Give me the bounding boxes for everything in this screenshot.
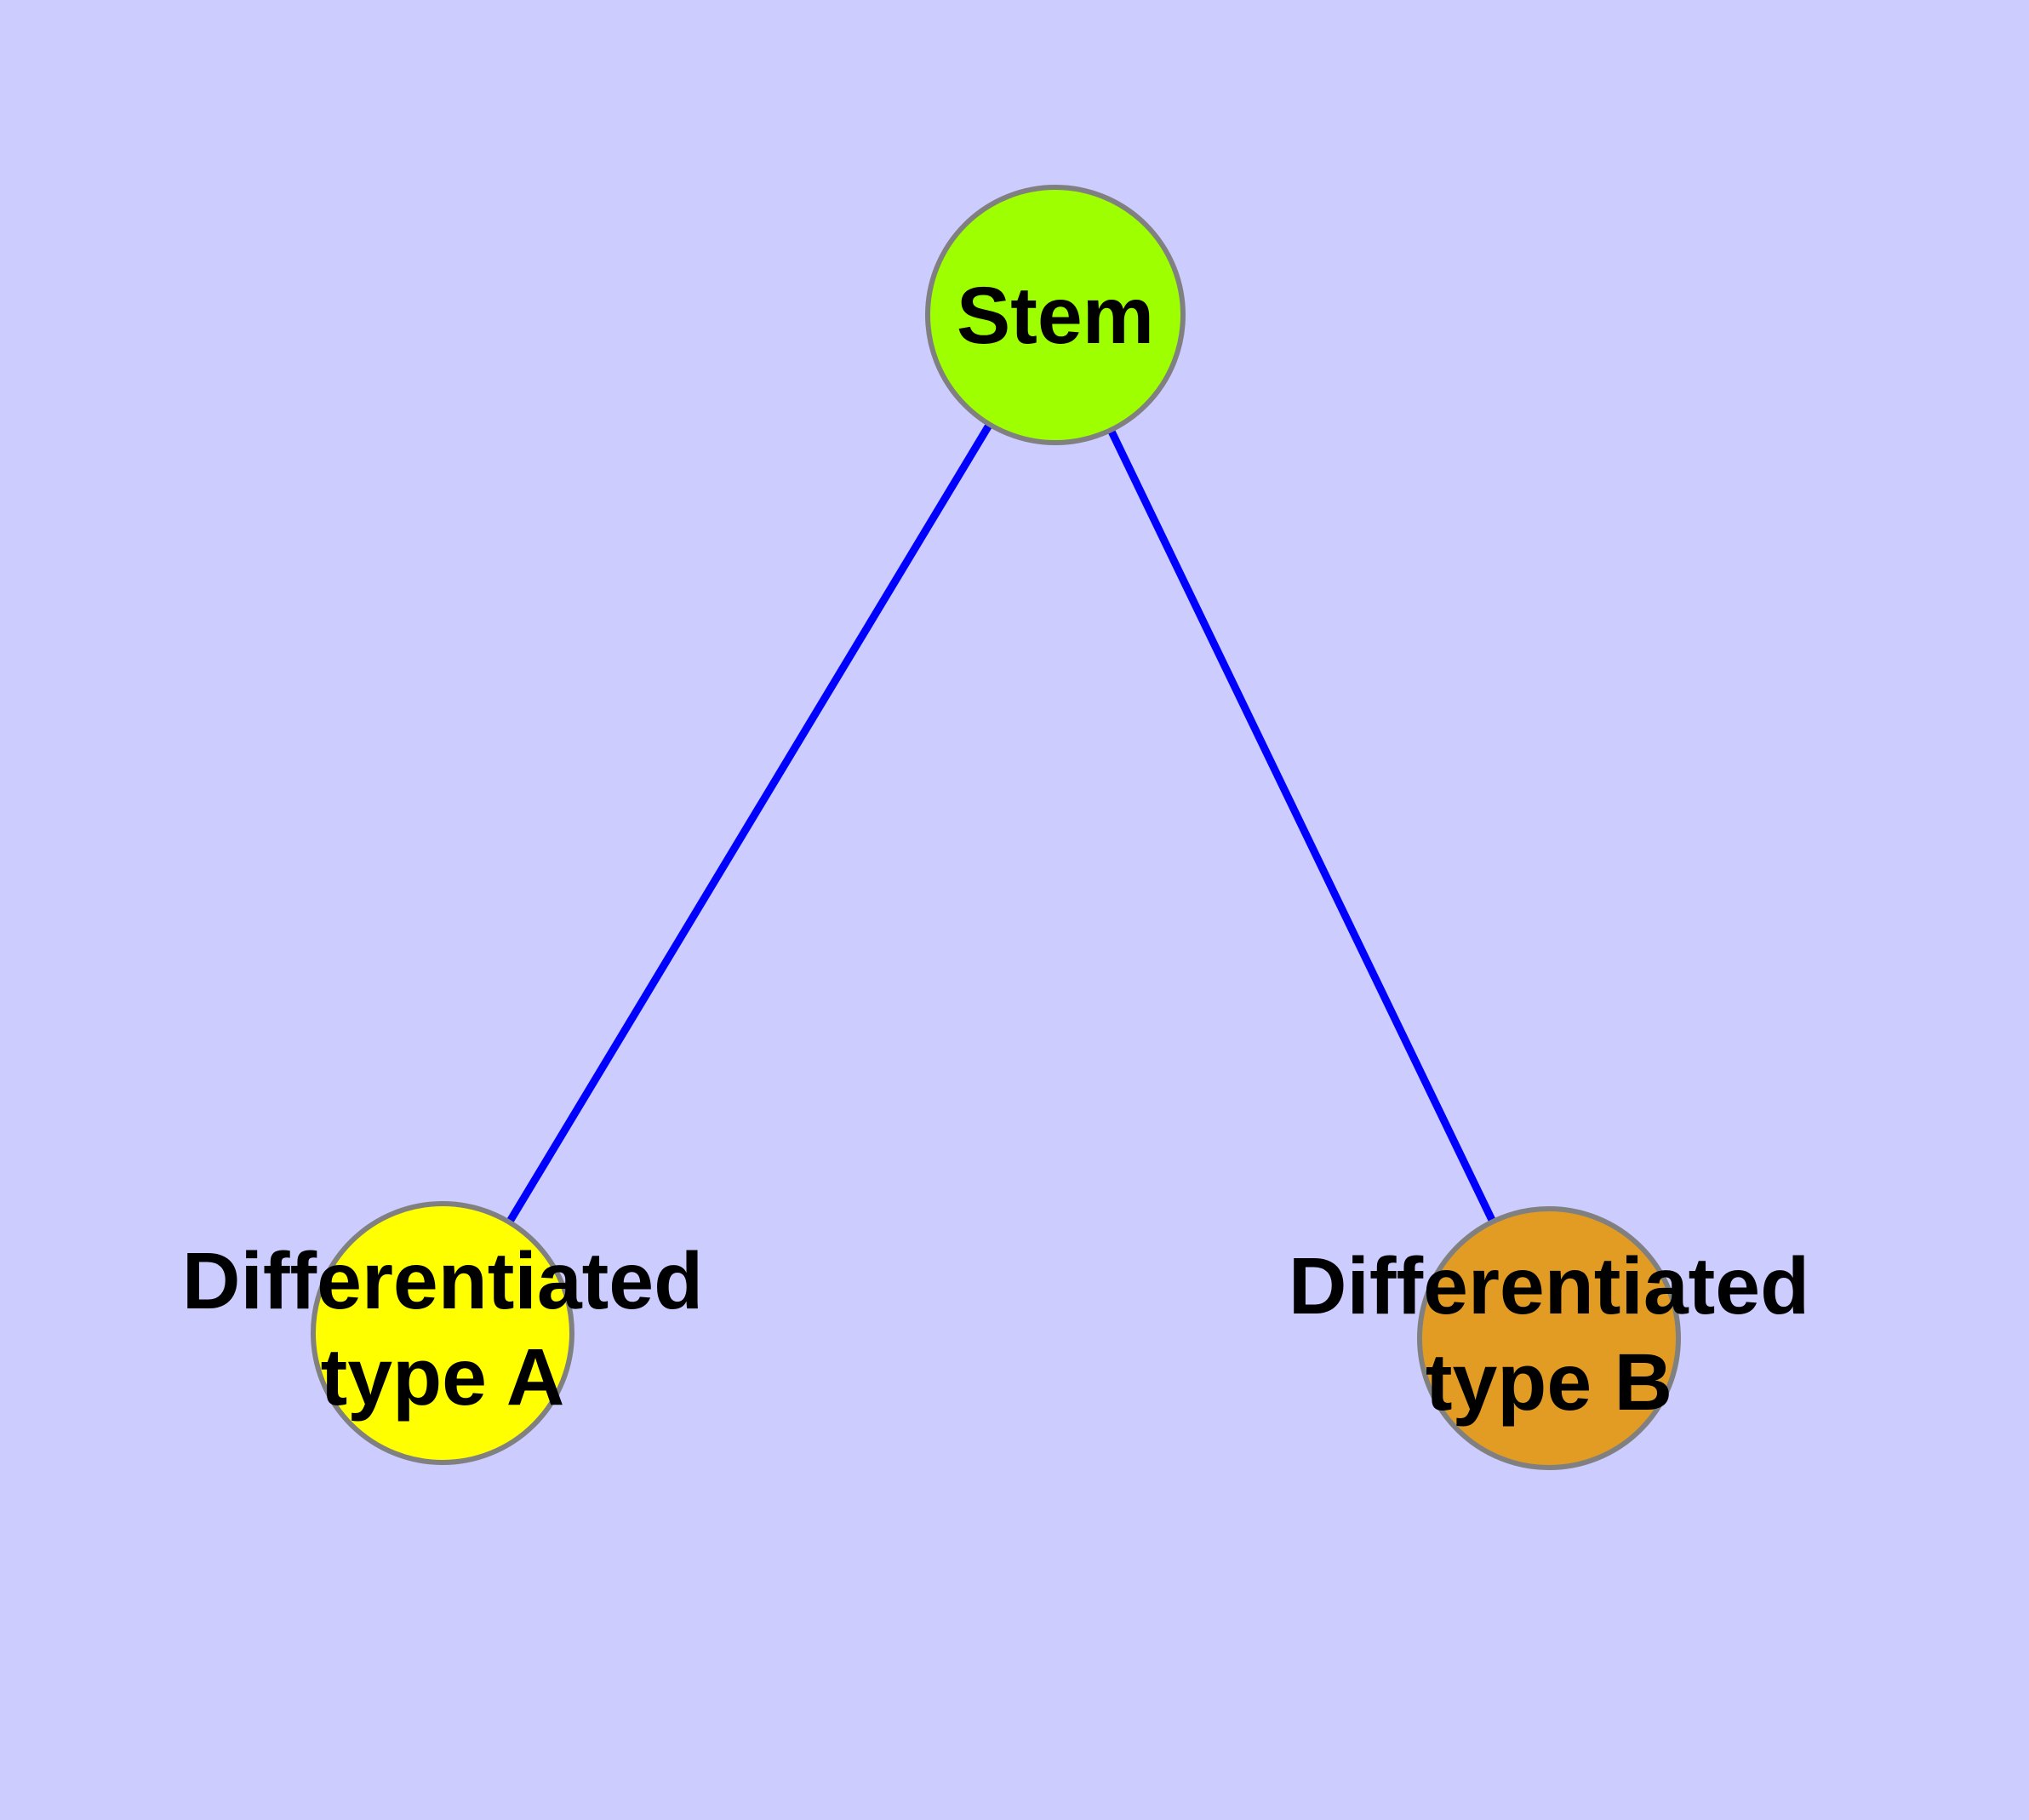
node-differentiated-type-b[interactable]: Differentiated type B — [1289, 1206, 1809, 1470]
node-differentiated-type-a-circle[interactable] — [311, 1201, 574, 1465]
edge-stem-to-differentiated-type-a[interactable] — [439, 312, 1059, 1336]
node-differentiated-type-b-label-line1: Differentiated — [1289, 1241, 1809, 1331]
node-stem-circle[interactable] — [925, 185, 1186, 445]
node-differentiated-type-a-label-line1: Differentiated — [182, 1236, 703, 1326]
node-stem[interactable]: Stem — [925, 185, 1186, 445]
edge-group — [439, 312, 1553, 1340]
node-stem-label: Stem — [957, 271, 1154, 361]
node-differentiated-type-b-circle[interactable] — [1417, 1206, 1681, 1470]
node-differentiated-type-a-label-line2: type A — [321, 1332, 565, 1422]
node-differentiated-type-a[interactable]: Differentiated type A — [182, 1201, 703, 1465]
node-group: Stem Differentiated type A Differentiate… — [182, 185, 1809, 1470]
node-differentiated-type-b-label-line2: type B — [1426, 1337, 1672, 1428]
edge-stem-to-differentiated-type-b[interactable] — [1051, 313, 1553, 1340]
